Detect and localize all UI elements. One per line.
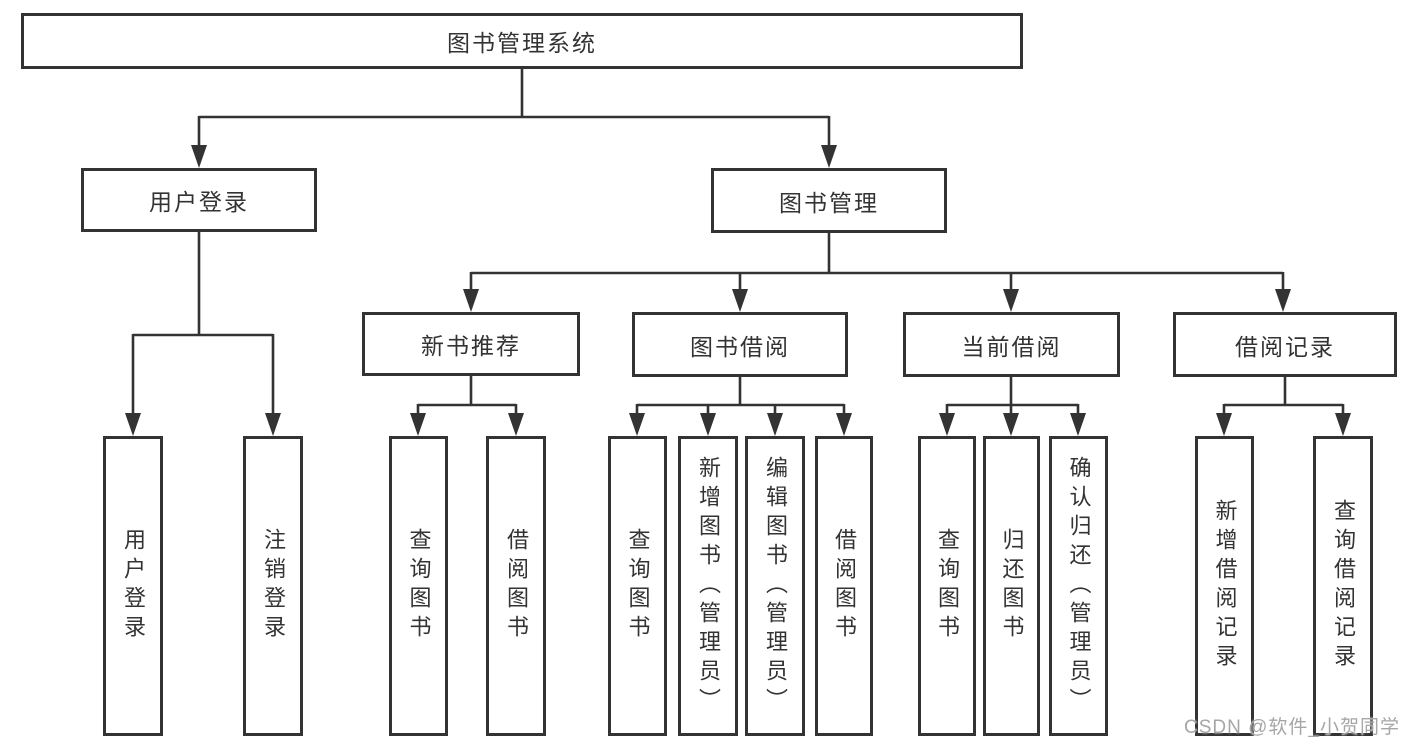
leaf-add-borrow-record: 新增借阅记录: [1195, 436, 1254, 736]
node-label: 查询图书: [406, 528, 432, 644]
leaf-query-books-current: 查询图书: [918, 436, 976, 736]
node-label: 用户登录: [149, 189, 249, 215]
node-label: 借阅图书: [832, 528, 857, 644]
node-label: 借阅记录: [1235, 333, 1335, 360]
leaf-edit-books-admin: 编辑图书（管理员）: [745, 436, 805, 736]
node-user-login: 用户登录: [81, 168, 317, 232]
leaf-query-books-borrow: 查询图书: [608, 436, 667, 736]
node-label: 查询借阅记录: [1331, 499, 1356, 673]
node-label: 图书管理系统: [447, 30, 597, 56]
leaf-confirm-return-admin: 确认归还（管理员）: [1049, 436, 1108, 736]
node-label: 图书管理: [779, 189, 879, 216]
node-borrow-records: 借阅记录: [1173, 312, 1397, 377]
leaf-logout: 注销登录: [243, 436, 303, 736]
node-label: 图书借阅: [690, 333, 790, 360]
leaf-user-login: 用户登录: [103, 436, 163, 736]
leaf-borrow-books-recommend: 借阅图书: [486, 436, 546, 736]
csdn-watermark: CSDN @软件_小贺同学: [1184, 717, 1400, 738]
node-book-management: 图书管理: [711, 168, 947, 233]
node-label: 新增借阅记录: [1212, 499, 1238, 673]
node-label: 用户登录: [121, 528, 146, 644]
node-label: 查询图书: [625, 528, 651, 644]
node-label: 借阅图书: [504, 528, 529, 644]
node-library-management-system: 图书管理系统: [21, 13, 1023, 69]
node-current-borrow: 当前借阅: [903, 312, 1120, 377]
leaf-return-books: 归还图书: [983, 436, 1040, 736]
leaf-query-books-recommend: 查询图书: [389, 436, 448, 736]
node-label: 归还图书: [999, 528, 1025, 644]
node-book-borrow: 图书借阅: [632, 312, 848, 377]
node-label: 新书推荐: [421, 333, 521, 359]
leaf-add-books-admin: 新增图书（管理员）: [678, 436, 738, 736]
node-label: 查询图书: [935, 528, 960, 644]
leaf-borrow-books: 借阅图书: [815, 436, 873, 736]
node-label: 新增图书（管理员）: [696, 455, 721, 717]
node-label: 注销登录: [261, 528, 286, 644]
node-new-book-recommend: 新书推荐: [362, 312, 580, 376]
node-label: 确认归还（管理员）: [1066, 455, 1092, 717]
node-label: 当前借阅: [961, 333, 1062, 360]
node-label: 编辑图书（管理员）: [763, 455, 788, 717]
leaf-query-borrow-record: 查询借阅记录: [1313, 436, 1373, 736]
